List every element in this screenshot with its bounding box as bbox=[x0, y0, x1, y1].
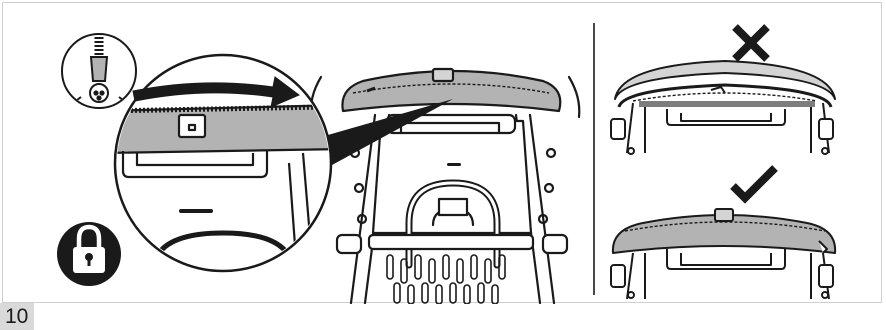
step-number-tab: 10 bbox=[0, 303, 34, 330]
correct-example-stroller bbox=[611, 209, 835, 299]
step-number: 10 bbox=[5, 305, 28, 329]
zipper-pull-detail-icon bbox=[62, 33, 136, 108]
main-canopy-cover bbox=[342, 69, 560, 111]
wrong-example-stroller bbox=[611, 61, 835, 154]
check-mark-icon bbox=[733, 168, 775, 198]
illustration bbox=[3, 3, 883, 304]
padlock-closed-icon bbox=[57, 222, 121, 286]
cross-mark-icon bbox=[735, 27, 767, 59]
instruction-panel bbox=[2, 2, 882, 303]
